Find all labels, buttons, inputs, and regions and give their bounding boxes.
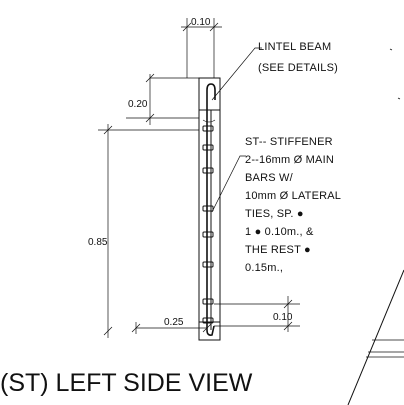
upper-height-dimension: 0.20 [126, 73, 199, 125]
stiffener-callout: ST-- STIFFENER 2--16mm Ø MAIN BARS W/ 10… [211, 136, 341, 274]
stiffener-outline [198, 77, 221, 341]
stiffener-note-line6: 1 ● 0.10m., & [245, 226, 314, 238]
main-bar [206, 110, 212, 330]
bottom-width-dimension: 0.25 [131, 317, 212, 334]
stiffener-note-line8: 0.15m., [245, 262, 283, 274]
lintel-label-line1: LINTEL BEAM [258, 41, 331, 53]
stiffener-note-line2: 2--16mm Ø MAIN [245, 154, 334, 166]
total-height-dimension: 0.85 [88, 124, 199, 338]
stiffener-note-line5: TIES, SP. ● [245, 208, 304, 220]
stiffener-note-line1: ST-- STIFFENER [245, 136, 333, 148]
lintel-label-line2: (SEE DETAILS) [258, 62, 338, 74]
bottom-spacing-dimension: 0.10 [214, 296, 300, 332]
main-bar-hook [202, 83, 216, 124]
bottom-spacing-text: 0.10 [273, 312, 293, 323]
lintel-beam-callout: LINTEL BEAM (SEE DETAILS) [211, 41, 338, 101]
total-height-text: 0.85 [88, 237, 108, 248]
stiffener-note-line3: BARS W/ [245, 172, 294, 184]
adjacent-drawing-lines [347, 48, 404, 405]
lateral-ties [202, 125, 215, 336]
view-caption: (ST) LEFT SIDE VIEW [0, 369, 253, 397]
stiffener-note-line4: 10mm Ø LATERAL [245, 190, 341, 202]
top-width-dimension: 0.10 [181, 17, 222, 78]
top-width-text: 0.10 [191, 17, 211, 28]
upper-height-text: 0.20 [128, 99, 148, 110]
bottom-width-text: 0.25 [164, 317, 184, 328]
stiffener-note-line7: THE REST ● [245, 244, 311, 256]
